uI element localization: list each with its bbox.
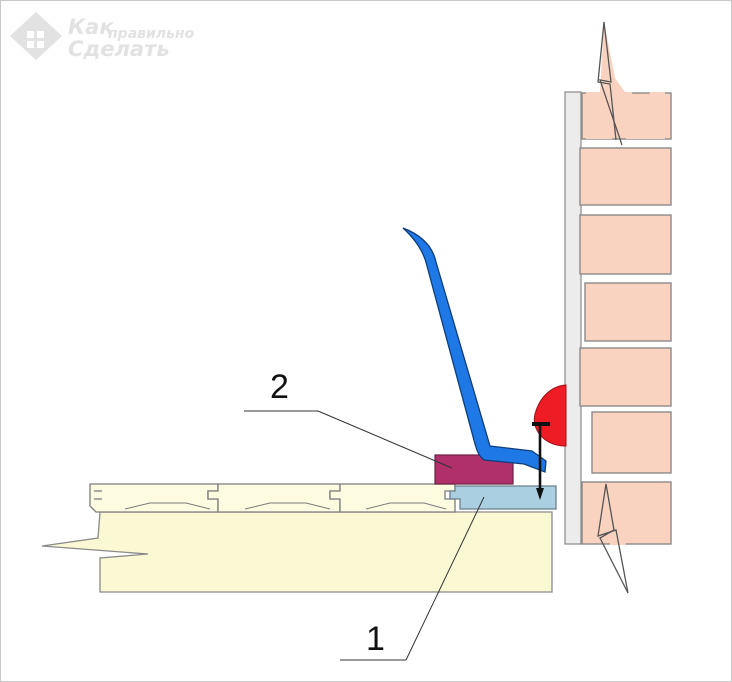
brick: [579, 147, 672, 206]
nail: [532, 422, 550, 500]
wall-break-line-bottom: [599, 483, 629, 594]
mounting-strip: [449, 485, 557, 510]
floor-board: [329, 483, 456, 513]
logo-word-kak: Как: [68, 15, 114, 39]
brick: [584, 282, 672, 342]
logo-word-pravilno: правильно: [108, 26, 195, 42]
subfloor-slab: [41, 511, 553, 593]
floor-boards: [89, 483, 456, 513]
skirting-board: [402, 227, 547, 473]
callout-label-2: 2: [270, 368, 289, 406]
wall-break-line-top: [599, 21, 623, 146]
callout-2: 2: [244, 368, 453, 469]
callout-1: 1: [340, 496, 485, 661]
floor-board: [89, 483, 219, 513]
callout-label-1: 1: [366, 620, 385, 658]
brick: [579, 347, 672, 407]
brick: [591, 411, 672, 474]
brick: [581, 481, 672, 545]
brick-wall: [564, 21, 672, 594]
red-wall-seal: [533, 384, 567, 447]
house-logo-icon: [10, 12, 62, 60]
floor-board: [207, 483, 341, 513]
wall-plaster-layer: [564, 91, 582, 545]
logo-word-sdelat: Сделать: [68, 37, 170, 61]
brick: [579, 214, 672, 275]
site-logo: Как правильно Сделать: [10, 12, 195, 61]
